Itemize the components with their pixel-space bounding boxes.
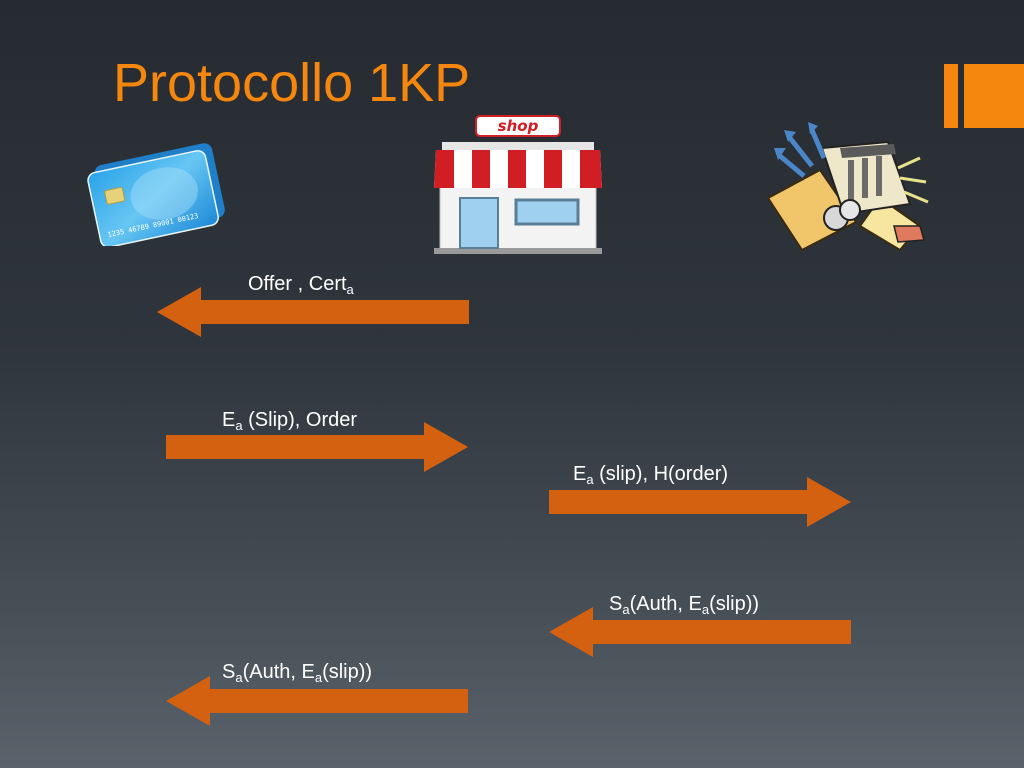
- message-label-slip-hash: Ea (slip), H(order): [573, 463, 729, 487]
- arrow-right-slip-hash: [549, 477, 851, 527]
- slide-title: Protocollo 1KP: [113, 53, 471, 113]
- corner-decoration: [944, 64, 958, 128]
- bank-finance-icon: [766, 122, 929, 252]
- shop-sign: shop: [498, 117, 539, 135]
- arrow-left-offer: [157, 287, 469, 337]
- message-label-offer-cert: Offer , Certa: [248, 273, 354, 297]
- message-label-slip-order: Ea (Slip), Order: [222, 409, 358, 433]
- message-label-auth-shop: Sa(Auth, Ea(slip)): [222, 661, 373, 685]
- shop-icon: shop: [434, 115, 602, 254]
- arrow-left-auth-bank: [549, 607, 851, 657]
- arrow-right-slip-order: [166, 422, 468, 472]
- message-label-auth-bank: Sa(Auth, Ea(slip)): [609, 593, 760, 617]
- corner-decoration-block: [964, 64, 1024, 128]
- credit-card-icon: 1235 46789 89001 00123: [87, 143, 225, 246]
- arrow-left-auth-shop: [166, 676, 468, 726]
